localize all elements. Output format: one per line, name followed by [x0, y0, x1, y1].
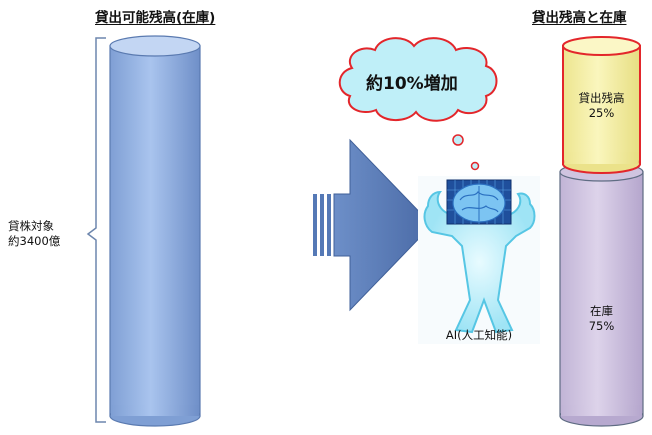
thought-bubble: [338, 37, 498, 171]
left-brace: [86, 37, 106, 423]
brace-label-line2: 約3400億: [8, 234, 61, 248]
brace-label-line1: 貸株対象: [8, 219, 54, 233]
big-arrow: [313, 138, 433, 312]
loaned-label: 貸出残高: [578, 91, 625, 105]
right-cylinder-top: [562, 36, 641, 174]
ai-figure-illustration: [418, 176, 540, 344]
inventory-percent: 75%: [588, 319, 615, 333]
loaned-segment-label: 貸出残高 25%: [563, 91, 640, 121]
left-title: 貸出可能残高(在庫): [95, 10, 216, 26]
right-cylinder-bottom: [559, 162, 644, 427]
thought-bubble-text: 約10%増加: [366, 74, 458, 94]
inventory-segment-label: 在庫 75%: [560, 304, 643, 334]
loaned-percent: 25%: [588, 106, 615, 120]
left-cylinder: [109, 35, 201, 427]
brace-label: 貸株対象 約3400億: [8, 219, 60, 249]
right-title: 貸出残高と在庫: [532, 10, 627, 26]
ai-caption: AI(人工知能): [445, 328, 513, 342]
inventory-label: 在庫: [590, 304, 613, 318]
